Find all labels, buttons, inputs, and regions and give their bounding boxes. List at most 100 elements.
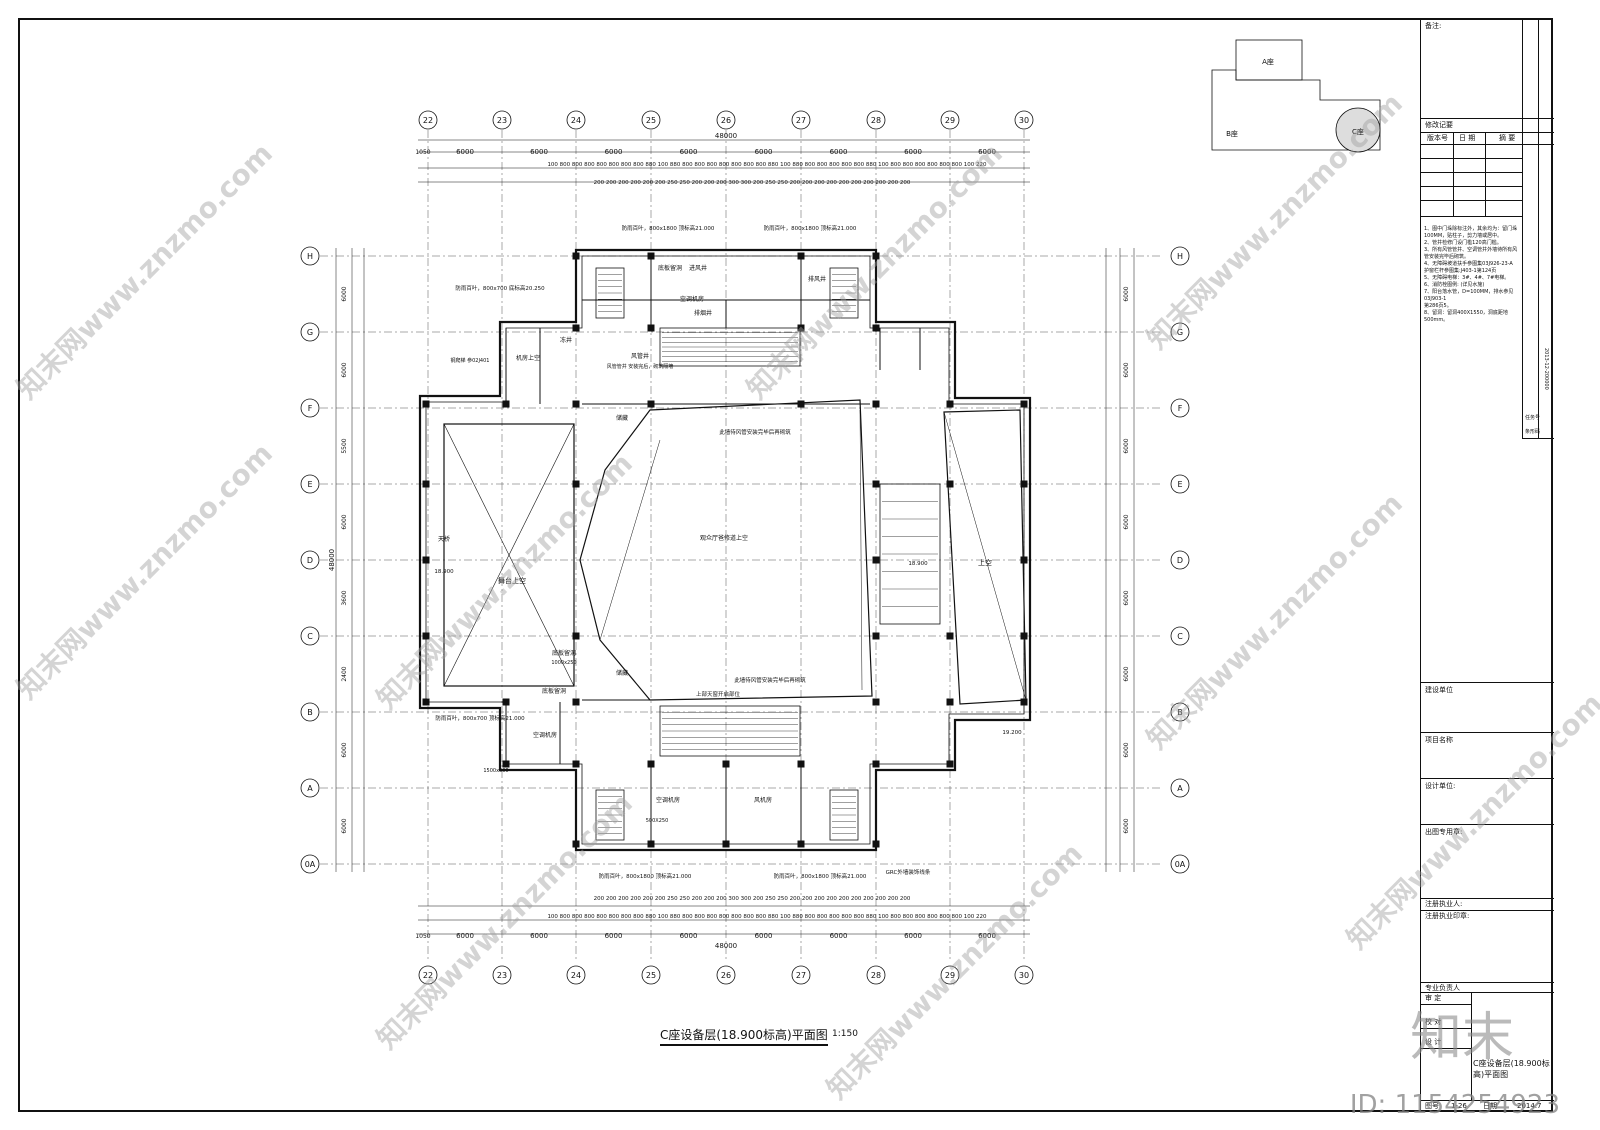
grid-bubble-left [300,322,320,342]
dim-overall-bottom: 48000 [715,942,737,950]
void-diagonal [859,409,863,691]
grid-label-right: D [1177,556,1183,565]
grid-label-left: 0A [305,860,316,869]
room-label-floor-opening: 底板留洞 [658,264,682,272]
column [1020,632,1028,640]
grid-label-right: F [1178,404,1183,413]
dim-bay-left: 6000 [341,362,348,377]
note-opening-size: 1000x250 [551,660,576,666]
grid-label-bottom: 27 [796,971,806,980]
dim-overall-left: 48000 [328,549,336,571]
column [1020,400,1028,408]
dim-bay-right: 6000 [1123,590,1130,605]
note-duct-shaft: 风管管井 安装完后，砌筑隔墙 [607,363,674,370]
grid-bubble-right [1170,246,1190,266]
column [572,698,580,706]
grid-label-left: D [307,556,313,565]
tb-xiaodui: 校 对 [1425,1018,1442,1026]
dim-bay-bottom: 6000 [904,932,922,940]
column [1020,556,1028,564]
grid-bubble-top [418,110,438,130]
grid-bubble-left [300,474,320,494]
room-label-duct-shaft: 风管井 [631,352,649,360]
column [946,400,954,408]
dim-bay-right: 6000 [1123,818,1130,833]
column [872,632,880,640]
column [872,252,880,260]
note-louver: 防雨百叶，800x1800 顶标高21.000 [764,224,857,232]
dim-bay-left: 5500 [341,438,348,453]
dim-bay-top: 6000 [904,148,922,156]
grid-bubble-top [791,110,811,130]
dim-bay-right: 6000 [1123,362,1130,377]
keyplan-block-b [1211,69,1381,151]
room-label-machine-void: 机房上空 [516,354,540,362]
column [572,252,580,260]
column [872,698,880,706]
dim-bay-right: 6000 [1123,286,1130,301]
plan-scale: 1:150 [832,1029,858,1039]
grid-bubble-left [300,398,320,418]
dim-bay-left: 3600 [341,590,348,605]
room-label-auditorium: 观众厅爸修道上空 [700,534,748,542]
note-opening-size: 1500x600 [483,768,508,774]
room-label-shaft: 冻井 [560,336,572,344]
grid-bubble-bottom [418,965,438,985]
grid-label-right: C [1177,632,1183,641]
grid-bubble-bottom [1014,965,1034,985]
column [872,400,880,408]
grid-label-right: G [1177,328,1183,337]
column [872,324,880,332]
grid-label-bottom: 26 [721,971,731,980]
column [1020,698,1028,706]
grid-label-left: A [307,784,313,793]
dim-bay-bottom: 6000 [605,932,623,940]
grid-bubble-bottom [641,965,661,985]
column [946,760,954,768]
auditorium-void [579,399,873,701]
grid-bubble-left [300,778,320,798]
column [946,698,954,706]
grid-bubble-bottom [492,965,512,985]
tb-note: 3、所有风管管井、空调管井外墙待所有风管安装完毕后砌筑。 [1424,247,1518,260]
dim-bay-bottom: 6000 [680,932,698,940]
tb-note: 第286页5。 [1424,303,1452,309]
grid-label-right: 0A [1175,860,1186,869]
keyplan-label-c: C座 [1352,127,1364,136]
tb-ver-col-1: 日 期 [1459,134,1476,142]
stage-void [443,423,575,687]
dim-bay-top: 6000 [530,148,548,156]
grid-label-right: E [1177,480,1182,489]
dim-bay-left: 6000 [341,286,348,301]
grid-bubble-bottom [940,965,960,985]
grid-label-right: B [1177,708,1183,717]
grid-bubble-bottom [791,965,811,985]
note-louver: 防雨百叶，800x1800 顶标高21.000 [774,872,867,880]
room-label-floor-opening: 底板留洞 [542,687,566,695]
column [872,760,880,768]
dim-bay-top: 6000 [456,148,474,156]
tb-note: 护窗栏杆参图集:J403-1第124页 [1424,268,1497,274]
grid-label-bottom: 25 [646,971,656,980]
void-diagonal [943,411,1027,701]
tb-note: 6、消防栓图例: (详见水施) [1424,282,1485,288]
plan-title-text: C座设备层(18.900标高)平面图 [660,1028,828,1042]
keyplan-block-c [1335,107,1381,153]
grid-bubble-right [1170,854,1190,874]
note-ladder-ref: 钢爬梯 参02J401 [451,357,490,364]
room-label-stage: 舞台上空 [498,576,526,585]
tb-jianshe: 建设单位 [1425,686,1453,694]
note-grc-trim: GRC外墙装饰线条 [886,868,931,876]
grid-label-left: H [307,252,313,261]
dim-bay-bottom: 6000 [978,932,996,940]
note-louver: 防雨百叶，800x700 底标高20.250 [455,284,545,292]
grid-bubble-top [716,110,736,130]
dim-bay-left: 6000 [341,818,348,833]
void-diagonal [443,423,575,687]
stair-mid-top [659,327,801,367]
dim-bay-top: 6000 [978,148,996,156]
grid-label-left: E [307,480,312,489]
dim-small-top2: 200 200 200 200 200 200 250 250 200 200 … [594,180,911,186]
grid-bubble-right [1170,702,1190,722]
